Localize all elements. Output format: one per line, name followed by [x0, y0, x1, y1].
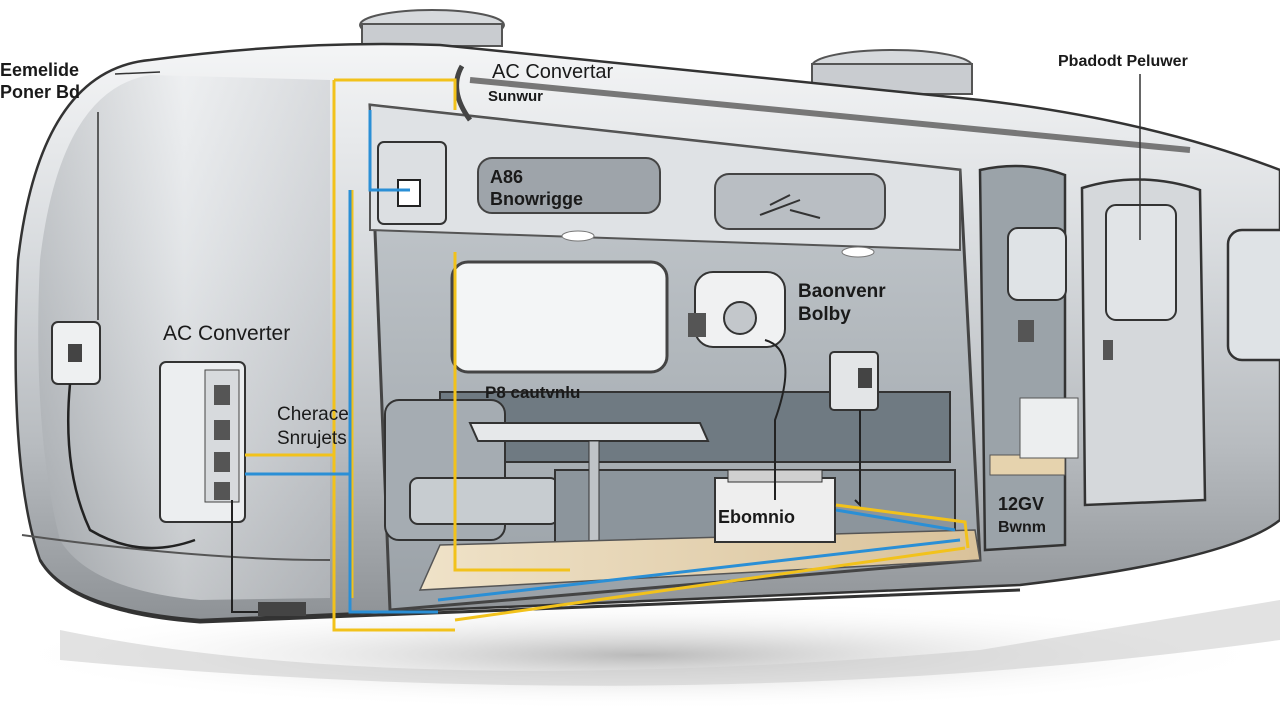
label-mid-right: Baonvenr — [798, 281, 886, 302]
awning-rail — [469, 77, 1191, 153]
breaker-box — [829, 351, 879, 411]
label-ac-converter: AC Converter — [163, 322, 290, 345]
exterior-outlet — [51, 321, 101, 385]
dinette-seat-front — [409, 477, 559, 525]
interior-window — [450, 260, 669, 374]
trailer-nose-highlight — [38, 75, 330, 600]
label-top-center: AC Convertar — [492, 61, 613, 83]
overhead-cabinet-left — [477, 157, 661, 214]
lower-skirt — [38, 559, 1021, 624]
label-right-battery: 12GV — [998, 494, 1044, 514]
label-floor-battery: Ebomnio — [718, 507, 795, 527]
ceiling-fan-icon — [759, 194, 821, 219]
dinette-table — [468, 422, 710, 442]
breaker-cable — [854, 410, 861, 508]
label-top-right: Pbadodt Peluwer — [1058, 53, 1188, 70]
roof-vent-left — [359, 9, 505, 47]
label-top-center-2: Sunwur — [488, 88, 543, 105]
breaker-switch — [858, 368, 872, 388]
label-dinette: P8 cautvnlu — [485, 383, 580, 402]
side-switch — [1018, 320, 1034, 342]
ground-shadow — [0, 600, 1280, 710]
door-opening — [978, 164, 1067, 552]
ac-converter-panel — [159, 361, 246, 523]
overhead-cabinet-right — [714, 173, 886, 230]
wiring-yellow — [245, 78, 970, 632]
top-left-leader-2 — [114, 71, 161, 75]
door-handle-icon — [1103, 340, 1113, 360]
rear-window — [1226, 228, 1280, 362]
label-right-battery-2: Bwnm — [998, 519, 1046, 536]
belt-line — [21, 534, 331, 561]
outlet-plug — [397, 179, 421, 207]
converter-unit-round — [688, 271, 786, 348]
label-cabinet: A86 — [490, 167, 523, 187]
top-center-hook — [454, 64, 473, 122]
wiring-blue — [245, 110, 961, 614]
ceiling-light — [561, 230, 595, 242]
converter-ground-cable — [231, 500, 265, 613]
label-top-left-2: Poner Bd — [0, 82, 80, 102]
entry-door-window — [1105, 204, 1177, 321]
label-charge-2: Snrujets — [277, 428, 347, 449]
counter-seat — [1019, 397, 1079, 459]
label-top-left: Eemelide — [0, 60, 79, 80]
label-charge: Cherace — [277, 404, 349, 425]
label-cabinet-2: Bnowrigge — [490, 189, 583, 209]
converter-cable — [764, 339, 787, 500]
door-window — [1007, 227, 1067, 301]
label-mid-right-2: Bolby — [798, 304, 851, 325]
shore-power-cable — [66, 383, 196, 550]
ground-shadow-band — [60, 600, 1280, 686]
ground-connector — [258, 602, 306, 616]
ceiling-light — [841, 246, 875, 258]
